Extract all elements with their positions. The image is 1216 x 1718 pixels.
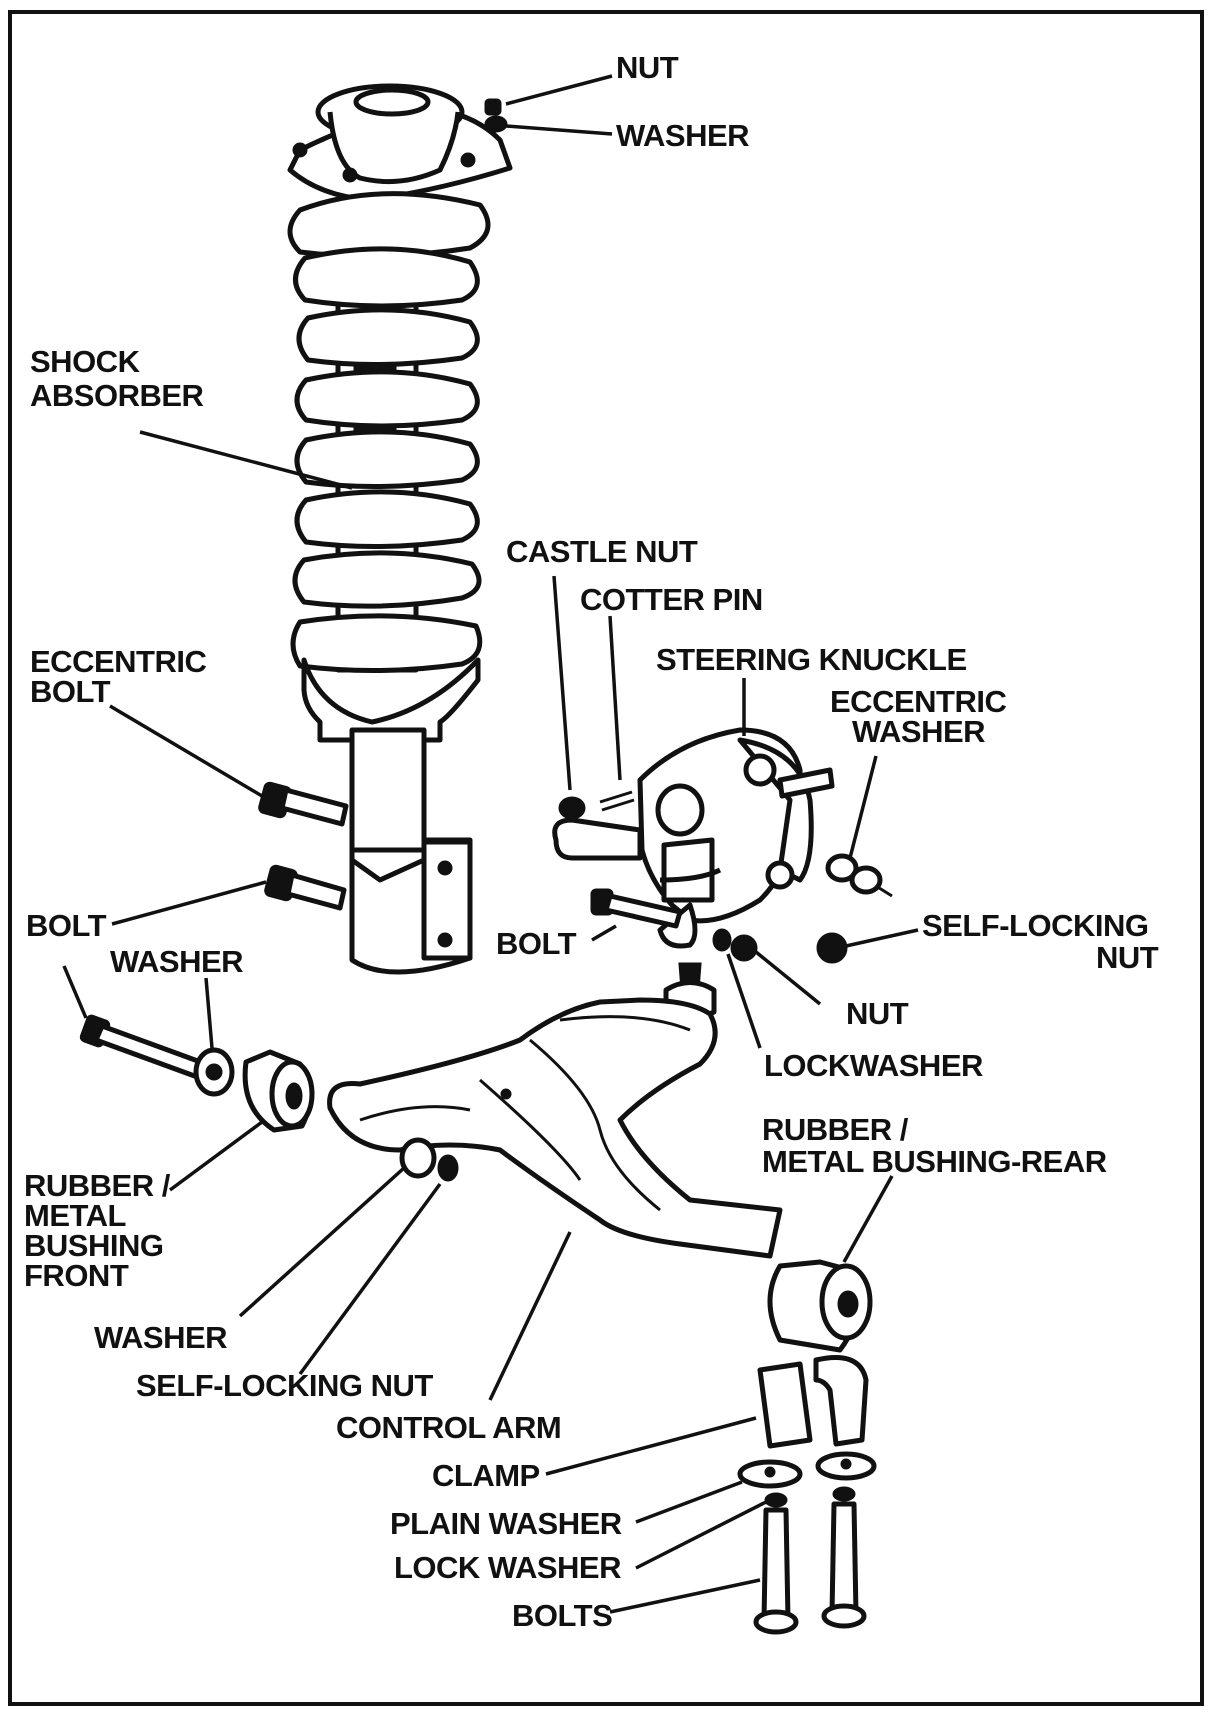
label-control-arm: CONTROL ARM [336,1410,561,1445]
knuckle-bolt [590,888,683,929]
label-washer-top: WASHER [616,118,749,153]
label-self-locking-nut-right-1: SELF-LOCKING [922,908,1149,943]
label-washer-left: WASHER [110,944,243,979]
shock-absorber [301,657,481,975]
lockwasher-and-nut [712,928,758,962]
front-washer [193,1047,235,1097]
label-bushing-front-2: METAL [24,1198,126,1233]
label-lock-washer: LOCK WASHER [394,1550,621,1585]
front-rubber-bushing [242,1049,315,1133]
clamp [757,1355,869,1449]
label-bushing-front-3: BUSHING [24,1228,163,1263]
label-washer-bottom: WASHER [94,1320,227,1355]
steering-knuckle [552,727,835,949]
label-bushing-rear-1: RUBBER / [762,1112,909,1147]
label-bushing-front-1: RUBBER / [24,1168,171,1203]
bolts [753,1501,867,1635]
cotter-pin [599,790,635,812]
label-nut-mid: NUT [846,996,909,1031]
lock-washers [764,1486,856,1508]
control-arm [327,997,783,1259]
label-steering-knuckle: STEERING KNUCKLE [656,642,967,677]
label-bushing-front-4: FRONT [24,1258,129,1293]
label-eccentric-bolt-1: ECCENTRIC [30,644,206,679]
label-self-locking-nut-bottom: SELF-LOCKING NUT [136,1368,433,1403]
label-eccentric-washer-1: ECCENTRIC [830,684,1006,719]
self-locking-nut-right [816,932,848,964]
label-shock-absorber-1: SHOCK [30,344,141,379]
coil-spring [287,191,491,674]
label-bolt-left: BOLT [26,908,107,943]
label-castle-nut: CASTLE NUT [506,534,698,569]
label-bolt-knuckle: BOLT [496,926,577,961]
label-plain-washer: PLAIN WASHER [390,1506,622,1541]
label-shock-absorber-2: ABSORBER [30,378,204,413]
label-lockwasher: LOCKWASHER [764,1048,983,1083]
label-nut-top: NUT [616,50,679,85]
label-eccentric-washer-2: WASHER [852,714,985,749]
label-clamp: CLAMP [432,1458,540,1493]
labels: NUT WASHER SHOCK ABSORBER CASTLE NUT COT… [24,50,1159,1633]
leader-lines [62,74,919,1614]
front-bolt [79,1014,209,1081]
label-self-locking-nut-right-2: NUT [1096,940,1159,975]
strut-mount [287,83,513,203]
eccentric-bolt [258,781,349,827]
label-bushing-rear-2: METAL BUSHING-REAR [762,1144,1107,1179]
eccentric-washer [825,853,893,898]
strut-bolt [264,864,347,911]
label-bolts: BOLTS [512,1598,612,1633]
label-eccentric-bolt-2: BOLT [30,674,111,709]
castle-nut [558,796,586,820]
top-nut-washer [484,98,508,133]
rear-rubber-bushing [767,1259,873,1353]
plain-washers [737,1451,877,1489]
label-cotter-pin: COTTER PIN [580,582,763,617]
